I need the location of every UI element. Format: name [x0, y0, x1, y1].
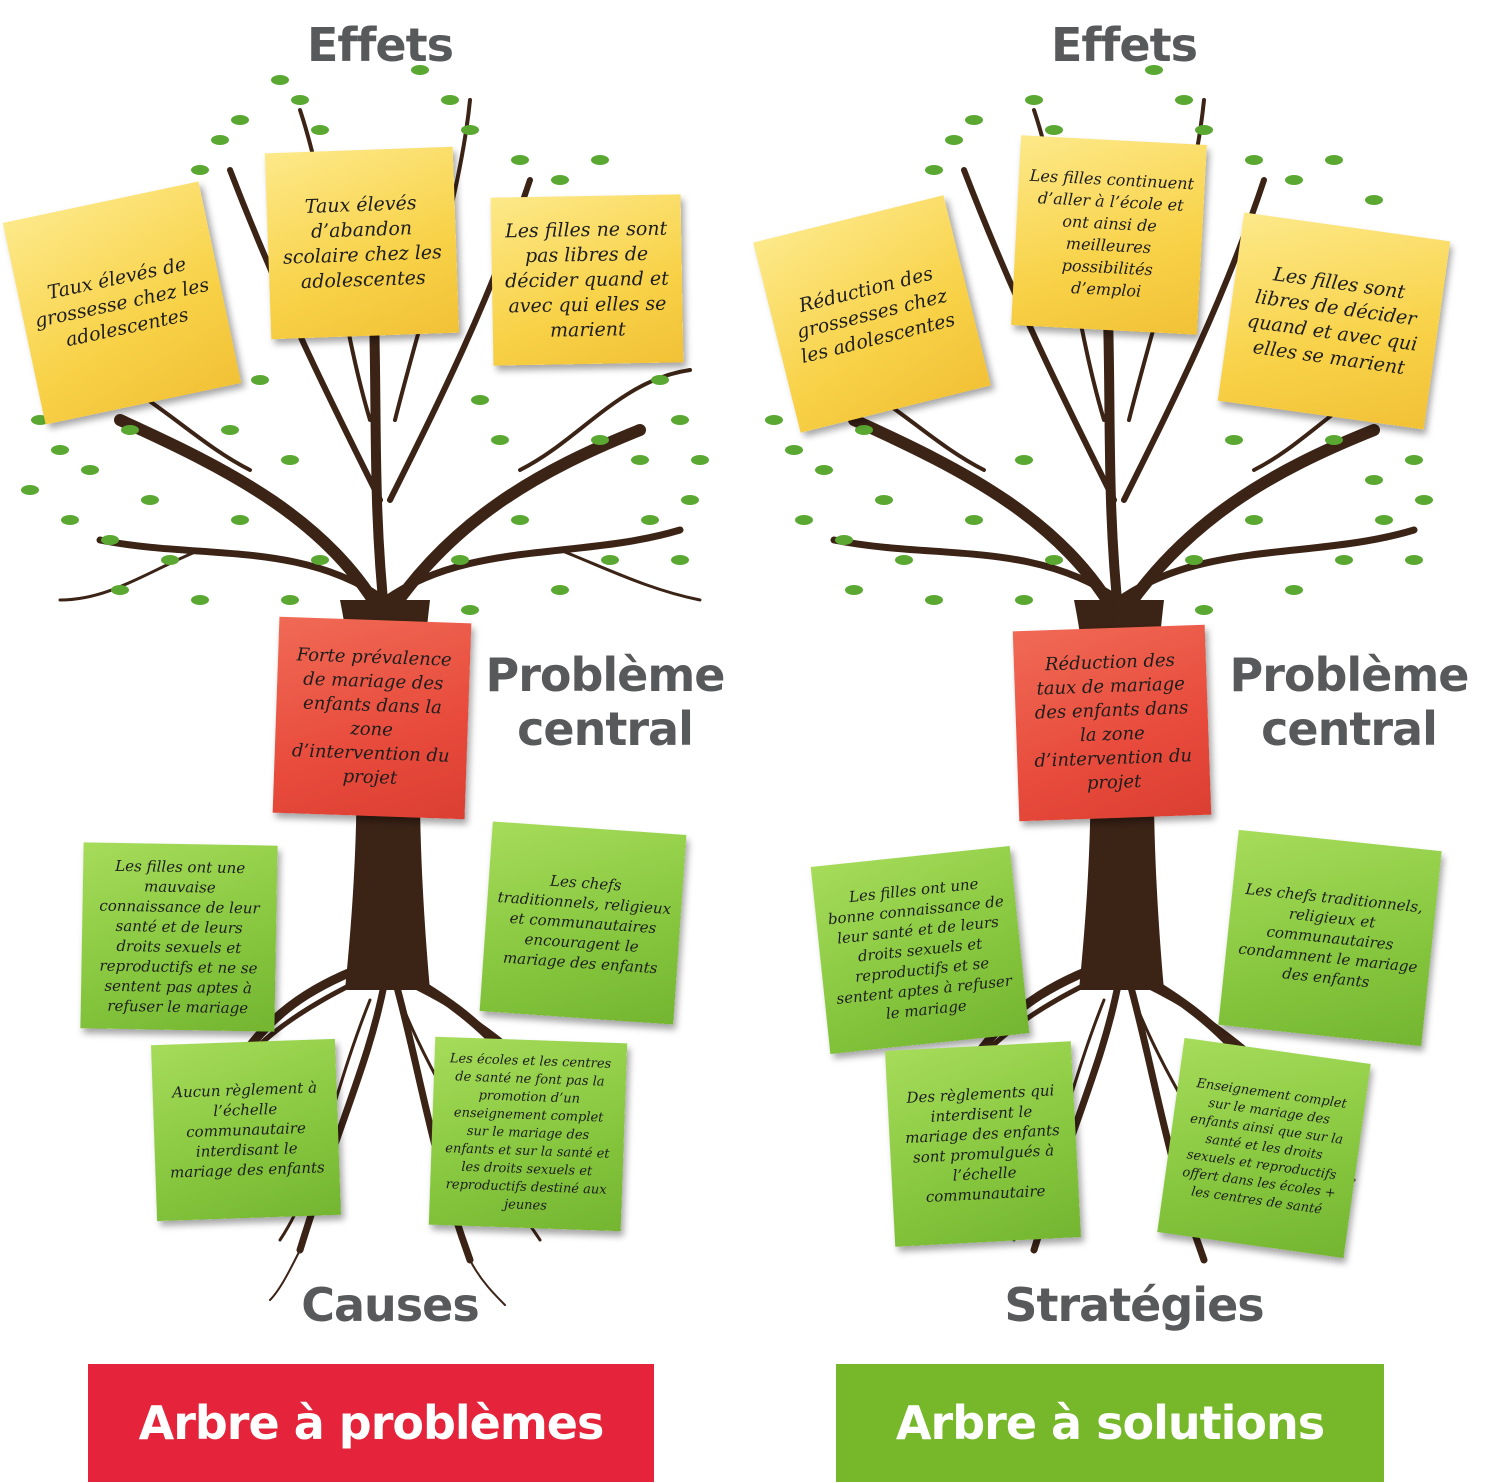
effect-note-2: Les filles continuent d’aller à l’école …: [1011, 135, 1207, 335]
central-problem-text: Réduction des taux de mariage des enfant…: [1034, 649, 1193, 794]
root-note-2: Les chefs traditionnels, religieux et co…: [1218, 829, 1442, 1047]
central-problem-note: Réduction des taux de mariage des enfant…: [1012, 624, 1212, 822]
effect-note-3: Les filles ne sont pas libres de décider…: [490, 194, 684, 366]
effect-note-text: Les filles sont libres de décider quand …: [1245, 263, 1419, 380]
strategies-heading: Stratégies: [1004, 1278, 1264, 1332]
root-note-3: Des règlements qui interdisent le mariag…: [884, 1041, 1082, 1247]
root-note-4: Enseignement complet sur le mariage des …: [1157, 1037, 1371, 1259]
root-note-text: Des règlements qui interdisent le mariag…: [904, 1081, 1061, 1207]
effect-note-text: Réduction des grossesses chez les adoles…: [794, 261, 958, 368]
solution-tree-banner: Arbre à solutions: [836, 1364, 1384, 1482]
problem-tree-panel: Effets Problème central Causes Taux élev…: [2, 18, 726, 1482]
root-note-1: Les filles ont une mauvaise connaissance…: [80, 842, 278, 1032]
effect-note-text: Les filles continuent d’aller à l’école …: [1029, 165, 1195, 301]
problem-tree-banner: Arbre à problèmes: [88, 1364, 654, 1482]
effect-note-2: Taux élevés d’abandon scolaire chez les …: [264, 146, 460, 340]
root-note-text: Les chefs traditionnels, religieux et co…: [497, 871, 672, 978]
root-note-text: Les filles ont une mauvaise connaissance…: [99, 856, 260, 1018]
central-problem-text: Forte prévalence de mariage des enfants …: [291, 644, 452, 789]
effect-note-3: Les filles sont libres de décider quand …: [1217, 212, 1451, 430]
central-problem-note: Forte prévalence de mariage des enfants …: [272, 616, 472, 820]
effect-note-text: Taux élevés d’abandon scolaire chez les …: [282, 192, 443, 294]
root-note-text: Les chefs traditionnels, religieux et co…: [1237, 879, 1424, 992]
root-note-3: Aucun règlement à l’échelle communautair…: [150, 1038, 342, 1222]
central-problem-heading: Problème central: [1229, 648, 1469, 756]
tree-leaves: [765, 65, 1433, 615]
root-note-2: Les chefs traditionnels, religieux et co…: [479, 821, 687, 1025]
effects-heading: Effets: [1050, 18, 1198, 72]
central-problem-heading: Problème central: [485, 648, 725, 756]
solution-tree-panel: Effets Problème central Stratégies Réduc…: [744, 0, 1488, 1483]
root-note-text: Les filles ont une bonne connaissance de…: [827, 874, 1013, 1023]
effect-note-text: Les filles ne sont pas libres de décider…: [504, 217, 670, 342]
effect-note-1: Taux élevés de grossesse chez les adoles…: [2, 181, 242, 425]
root-note-text: Enseignement complet sur le mariage des …: [1181, 1076, 1348, 1218]
root-note-4: Les écoles et les centres de santé ne fo…: [428, 1036, 628, 1232]
causes-heading: Causes: [301, 1278, 480, 1332]
root-note-1: Les filles ont une bonne connaissance de…: [810, 846, 1030, 1054]
root-note-text: Les écoles et les centres de santé ne fo…: [445, 1051, 612, 1214]
effect-note-text: Taux élevés de grossesse chez les adoles…: [32, 252, 211, 351]
effects-heading: Effets: [306, 18, 454, 72]
root-note-text: Aucun règlement à l’échelle communautair…: [169, 1078, 326, 1182]
